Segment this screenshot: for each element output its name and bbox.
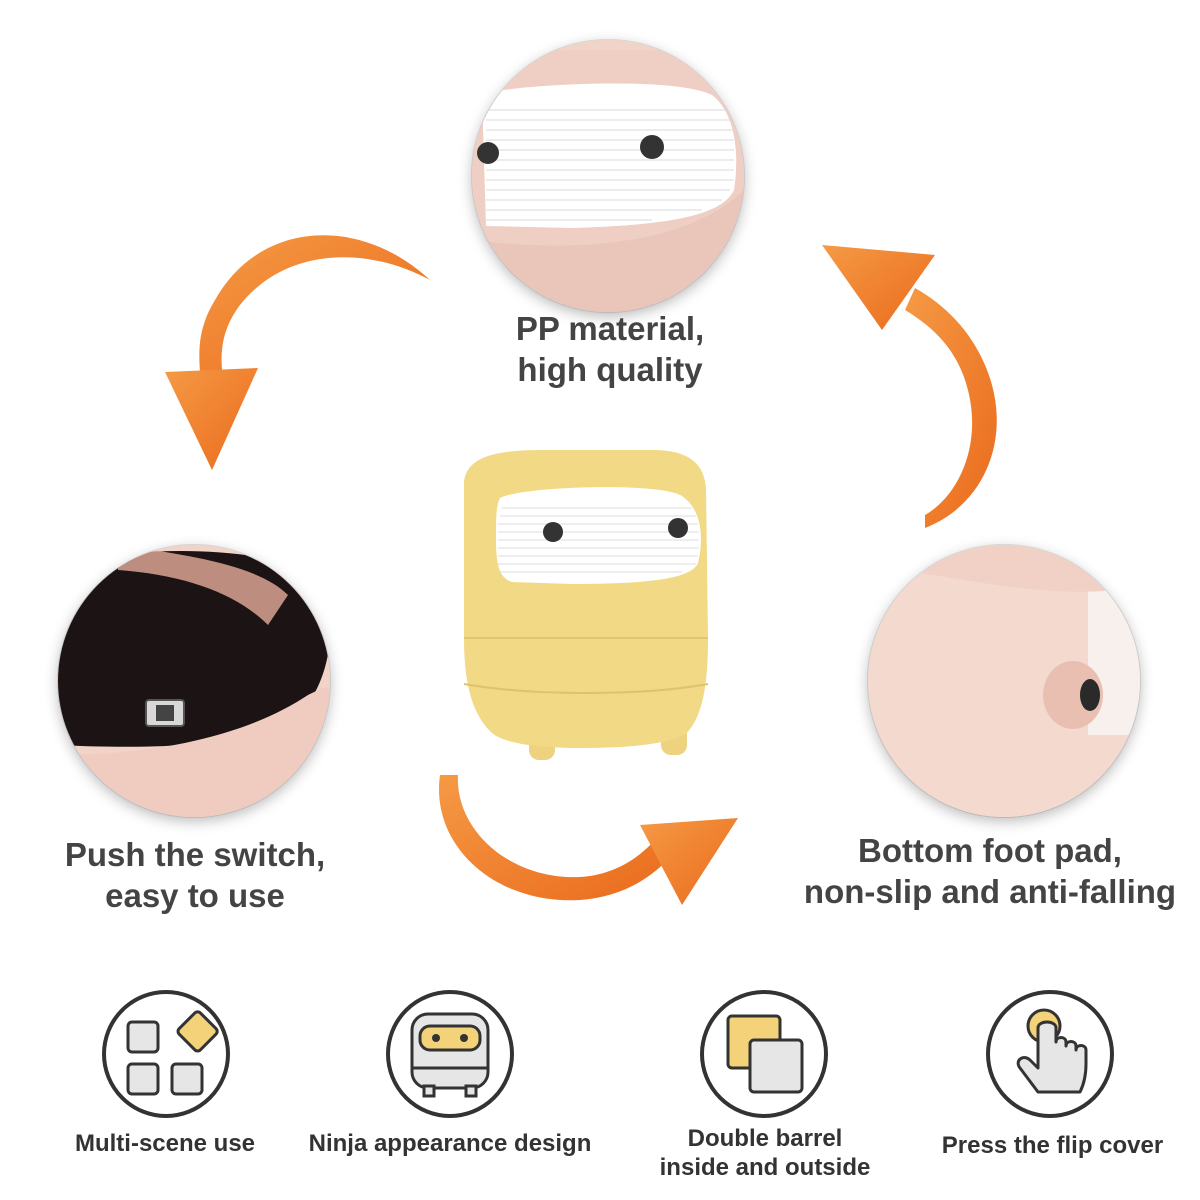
caption-material: PP material, high quality (515, 310, 705, 389)
detail-circle-switch (58, 545, 330, 817)
cycle-arrows (165, 235, 997, 905)
ninja-icon (386, 990, 514, 1118)
detail-circle-foot (868, 545, 1140, 817)
feature-label-press: Press the flip cover (941, 1132, 1164, 1159)
feature-label-ninja: Ninja appearance design (308, 1130, 592, 1157)
arrow-bottom (438, 775, 738, 905)
arrow-right (822, 245, 997, 528)
double-barrel-icon (700, 990, 828, 1118)
product-image (463, 450, 709, 760)
feature-label-multi-scene: Multi-scene use (74, 1130, 256, 1157)
arrow-top-left (165, 235, 430, 470)
multi-scene-icon (102, 990, 230, 1118)
detail-circle-material (472, 40, 744, 312)
press-hand-icon (986, 990, 1114, 1118)
material-closeup-image (472, 40, 744, 312)
switch-closeup-image (58, 545, 330, 817)
caption-switch: Push the switch, easy to use (64, 836, 326, 915)
caption-foot: Bottom foot pad, non-slip and anti-falli… (803, 832, 1177, 911)
foot-closeup-image (868, 545, 1140, 817)
feature-label-double-barrel: Double barrel inside and outside (659, 1125, 871, 1181)
